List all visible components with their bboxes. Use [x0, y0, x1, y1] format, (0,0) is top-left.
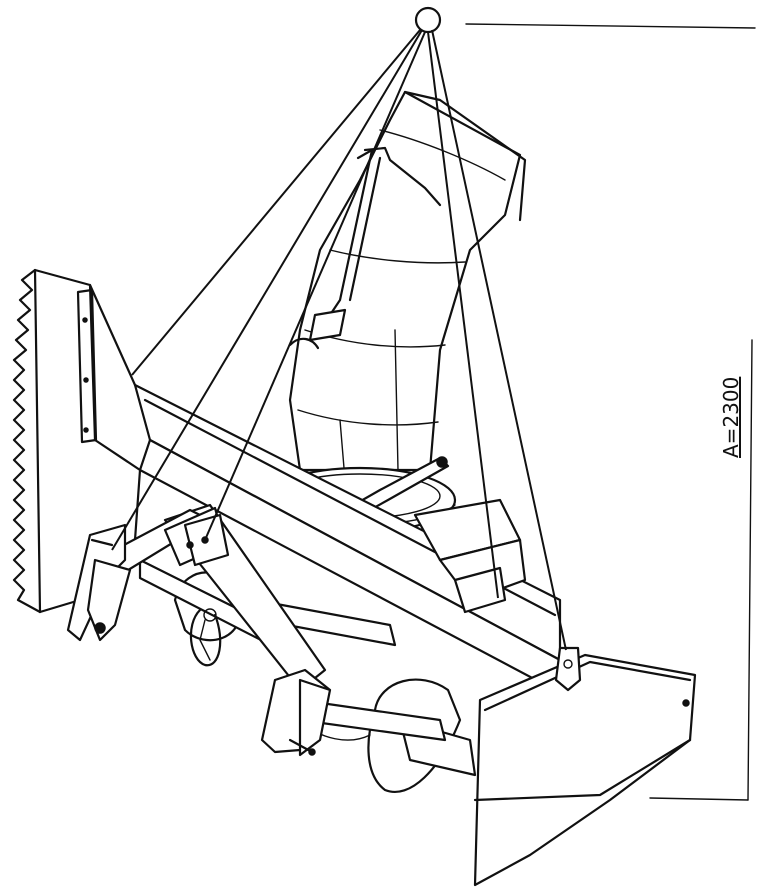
- hitch-pin-chain: [189, 608, 222, 667]
- left-side-plate: [12, 268, 142, 614]
- dimension-line: A=2300: [465, 23, 756, 801]
- discharge-chute: [288, 90, 527, 481]
- deflector-control-rod: [288, 146, 442, 350]
- right-side-plate: [473, 653, 697, 887]
- left-hitch-arm: [66, 523, 132, 642]
- right-hitch-arm: [260, 668, 332, 757]
- dimension-label: A=2300: [719, 377, 743, 458]
- right-lifting-shackle: [554, 646, 582, 692]
- lifting-slings: [111, 29, 567, 651]
- lifting-ring: [414, 6, 442, 34]
- rear-support-boxes: [413, 498, 527, 614]
- three-point-hitch: [103, 503, 327, 692]
